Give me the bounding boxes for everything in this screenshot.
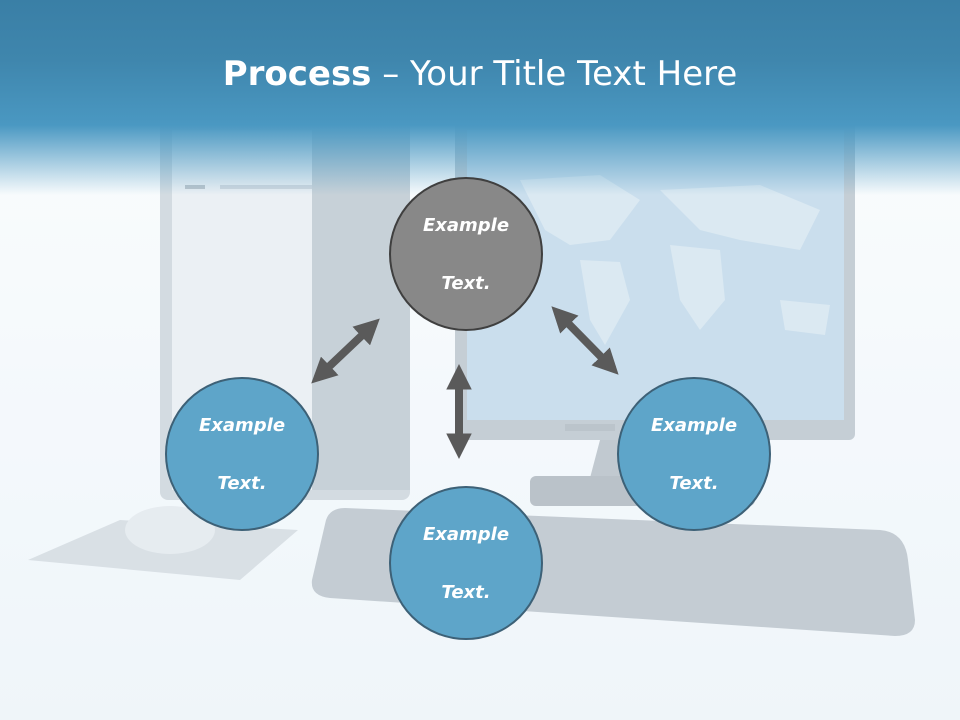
title-bold: Process bbox=[222, 54, 372, 94]
title-banner bbox=[0, 0, 960, 200]
arrow-top-right bbox=[551, 306, 619, 375]
arrow-top-left bbox=[311, 318, 380, 384]
node-bottom-line2: Text. bbox=[441, 581, 491, 603]
node-left-line1: Example bbox=[198, 414, 286, 436]
slide-title: Process – Your Title Text Here bbox=[0, 52, 960, 96]
node-bottom-line1: Example bbox=[422, 523, 510, 545]
node-left-line2: Text. bbox=[217, 472, 267, 494]
node-right-line2: Text. bbox=[669, 472, 719, 494]
node-top-line2: Text. bbox=[441, 272, 491, 294]
title-rest: – Your Title Text Here bbox=[371, 54, 738, 94]
mouse bbox=[125, 506, 215, 554]
node-right-line1: Example bbox=[650, 414, 738, 436]
node-top-line1: Example bbox=[422, 214, 510, 236]
